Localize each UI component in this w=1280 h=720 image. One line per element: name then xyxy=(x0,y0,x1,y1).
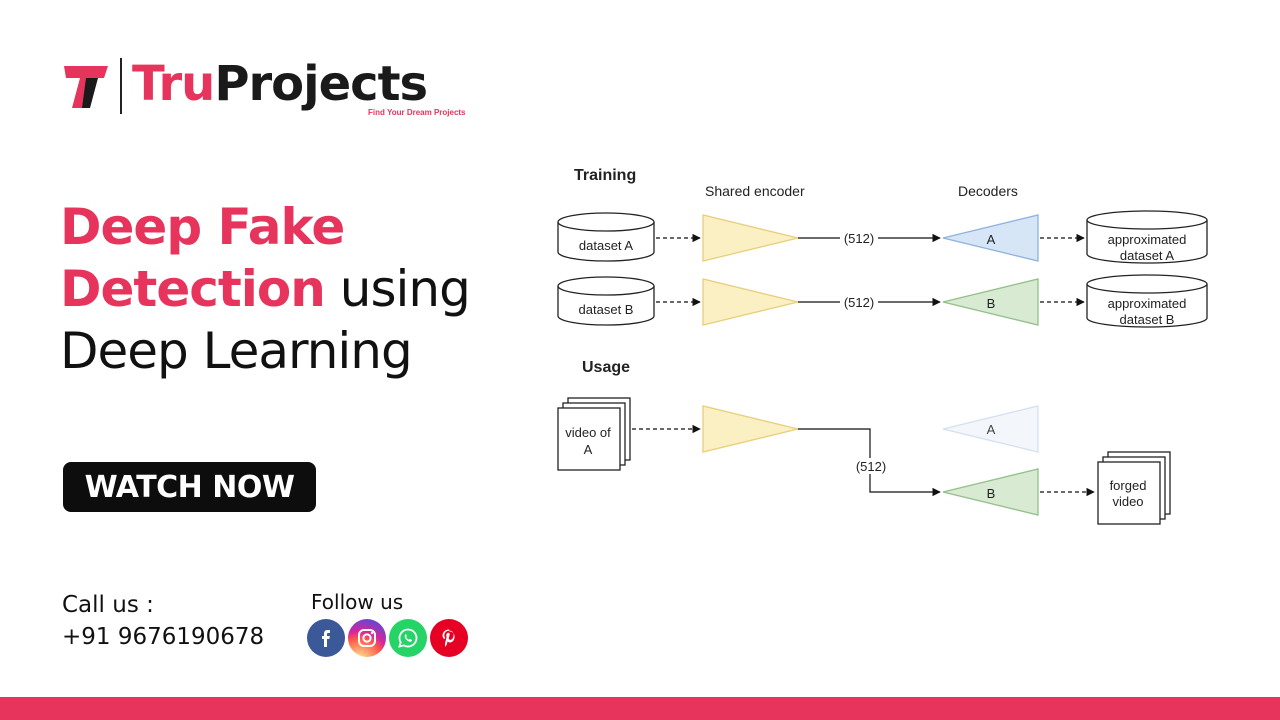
encoder-triangle-3 xyxy=(702,405,799,453)
video-line2: A xyxy=(584,442,593,457)
logo-divider xyxy=(120,58,122,114)
decoder-b-usage-label: B xyxy=(987,486,996,501)
brand-name-part1: Tru xyxy=(132,56,215,112)
pinterest-icon[interactable] xyxy=(430,619,468,657)
forged-video-stack: forged video xyxy=(1097,451,1171,525)
latent-size-1: (512) xyxy=(844,231,874,246)
latent-size-3: (512) xyxy=(856,459,886,474)
decoder-b-usage-triangle xyxy=(942,468,1039,516)
decoders-label: Decoders xyxy=(958,183,1018,199)
latent-label-bg xyxy=(852,458,890,474)
decoder-a-faded-triangle xyxy=(942,405,1039,453)
approx-b-line2: dataset B xyxy=(1120,312,1175,327)
video-line1: video of xyxy=(565,425,611,440)
decoder-b-label: B xyxy=(987,296,996,311)
watch-now-button[interactable]: WATCH NOW xyxy=(63,462,316,512)
deepfake-autoencoder-diagram: Training Shared encoder Decoders Usage d… xyxy=(557,167,1208,525)
approx-a-line1: approximated xyxy=(1108,232,1187,247)
brand-tagline: Find Your Dream Projects xyxy=(368,108,466,117)
forged-line1: forged xyxy=(1110,478,1147,493)
usage-label: Usage xyxy=(582,359,630,376)
social-links xyxy=(307,619,468,657)
title-line2-plain: using xyxy=(324,260,471,318)
encoder-triangle-1 xyxy=(702,214,799,262)
latent-size-2: (512) xyxy=(844,295,874,310)
brand-name: TruProjects xyxy=(132,54,428,114)
brand-name-part2: Projects xyxy=(214,56,428,112)
title-line3: Deep Learning xyxy=(60,322,413,380)
facebook-icon[interactable] xyxy=(307,619,345,657)
title-line2-accent: Detection xyxy=(60,260,326,318)
brand-logo: TruProjects Find Your Dream Projects xyxy=(60,54,500,124)
phone-number[interactable]: +91 9676190678 xyxy=(62,624,265,650)
instagram-icon[interactable] xyxy=(348,619,386,657)
follow-us-label: Follow us xyxy=(311,590,404,614)
shared-encoder-label: Shared encoder xyxy=(705,183,805,199)
training-label: Training xyxy=(574,167,636,184)
truprojects-logo-icon xyxy=(64,66,108,108)
dataset-b-label: dataset B xyxy=(579,302,634,317)
approx-a-line2: dataset A xyxy=(1120,248,1175,263)
video-of-a-stack: video of A xyxy=(557,397,631,471)
dataset-a-cylinder: dataset A xyxy=(557,212,655,262)
encoder-triangle-2 xyxy=(702,278,799,326)
call-us-label: Call us : xyxy=(62,592,154,618)
dataset-b-cylinder: dataset B xyxy=(557,276,655,326)
decoder-a-label: A xyxy=(987,232,996,247)
forged-line2: video xyxy=(1112,494,1143,509)
dataset-a-label: dataset A xyxy=(579,238,634,253)
approx-dataset-b-cylinder: approximated dataset B xyxy=(1086,274,1208,328)
decoder-a-faded-label: A xyxy=(987,422,996,437)
bottom-accent-bar xyxy=(0,697,1280,720)
whatsapp-icon[interactable] xyxy=(389,619,427,657)
title-line1: Deep Fake xyxy=(60,198,345,256)
decoder-b-triangle xyxy=(942,278,1039,326)
decoder-a-triangle xyxy=(942,214,1039,262)
page-title: Deep Fake Detection using Deep Learning xyxy=(60,196,520,382)
approx-dataset-a-cylinder: approximated dataset A xyxy=(1086,210,1208,264)
approx-b-line1: approximated xyxy=(1108,296,1187,311)
